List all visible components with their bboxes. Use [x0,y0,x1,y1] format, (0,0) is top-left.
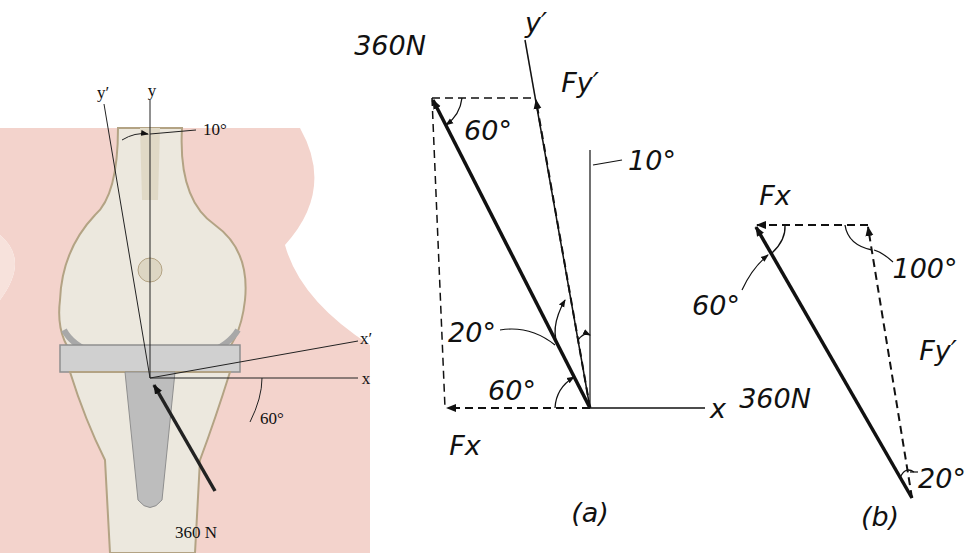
vector-label: 60° [488,377,536,404]
force-arrow [154,385,215,491]
vector-label: Fy′ [919,337,957,364]
axis-label: 10° [203,121,227,138]
axis-label: 60° [260,410,284,427]
axis-label: 360 N [175,524,217,541]
vector-label: Fy′ [561,69,599,96]
vector-label: x [710,395,726,422]
vector-label: 10° [628,147,676,174]
vector-label: (b) [861,503,899,530]
axis-label: x′ [360,330,372,347]
vector-label: 20° [448,319,496,346]
vector-label: y′ [525,9,547,36]
vector-label: 20° [918,465,966,492]
axis-label: y [148,82,157,99]
vector-label: 360N [354,32,426,59]
vector-label: Fx [449,432,481,459]
vector-label: 100° [892,255,957,282]
vector-label: Fx [759,182,791,209]
vector-label: 60° [692,292,740,319]
axis-label: y′ [97,84,109,101]
vector-label: 60° [464,117,512,144]
vector-label: (a) [571,499,609,526]
tibia [70,372,230,553]
axis-label: x [362,370,371,387]
skin [0,128,370,553]
tibial-stem [125,372,175,508]
femur [59,128,245,362]
vector-label: 360N [739,385,811,412]
